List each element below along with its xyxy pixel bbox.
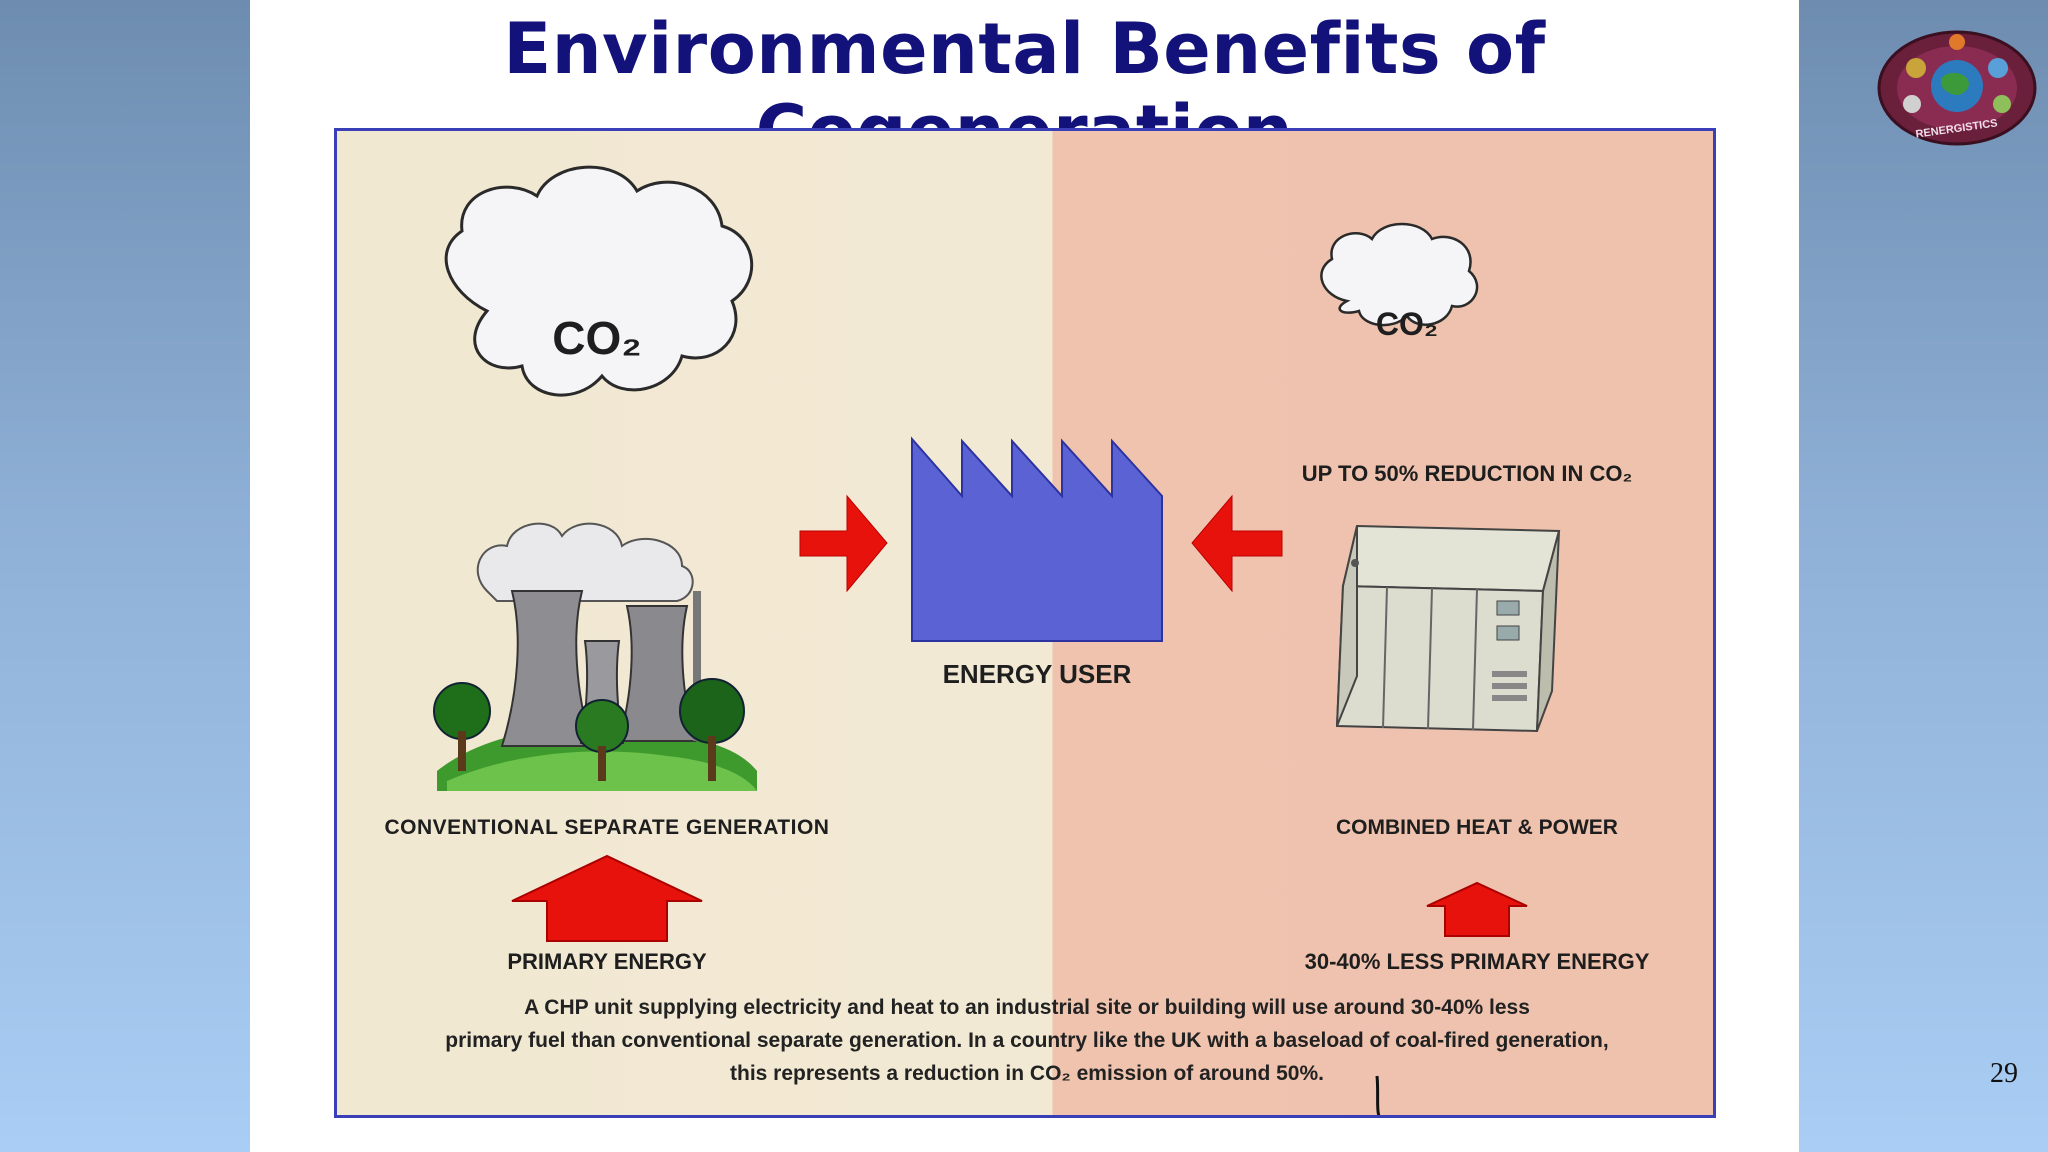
small-co2-label: CO₂ bbox=[1375, 306, 1439, 342]
large-co2-cloud-icon bbox=[444, 165, 754, 397]
arrow-right-icon bbox=[799, 494, 888, 593]
page-number: 29 bbox=[1990, 1058, 2018, 1089]
primary-energy-label: PRIMARY ENERGY bbox=[507, 949, 707, 974]
caption-line-3: this represents a reduction in CO₂ emiss… bbox=[730, 1062, 1324, 1085]
large-co2-label: CO₂ bbox=[552, 312, 642, 364]
power-station-icon bbox=[433, 522, 757, 791]
small-co2-cloud-icon bbox=[1320, 222, 1479, 327]
conventional-generation-label: CONVENTIONAL SEPARATE GENERATION bbox=[384, 816, 830, 839]
reduced-energy-arrow-icon bbox=[1426, 881, 1528, 937]
diagram-caption: A CHP unit supplying electricity and hea… bbox=[417, 991, 1637, 1090]
caption-line-2: primary fuel than conventional separate … bbox=[445, 1029, 1609, 1052]
cogeneration-diagram: CO₂ CO₂ UP TO 50% REDUCTION IN CO₂ ENERG… bbox=[334, 128, 1716, 1118]
arrow-left-icon bbox=[1191, 494, 1283, 593]
renergistics-logo-icon: RENERGISTICS bbox=[1877, 30, 2037, 146]
chp-unit-icon bbox=[1335, 524, 1561, 733]
chp-label: COMBINED HEAT & POWER bbox=[1336, 816, 1618, 839]
slide: Environmental Benefits of Cogeneration bbox=[250, 0, 1799, 1152]
energy-user-label: ENERGY USER bbox=[942, 659, 1132, 689]
factory-icon bbox=[911, 436, 1163, 642]
reduction-label: UP TO 50% REDUCTION IN CO₂ bbox=[1301, 461, 1633, 486]
less-primary-energy-label: 30-40% LESS PRIMARY ENERGY bbox=[1304, 949, 1650, 974]
primary-energy-arrow-icon bbox=[511, 854, 703, 942]
caption-line-1: A CHP unit supplying electricity and hea… bbox=[524, 996, 1530, 1019]
diagram-artwork bbox=[433, 165, 1561, 1115]
